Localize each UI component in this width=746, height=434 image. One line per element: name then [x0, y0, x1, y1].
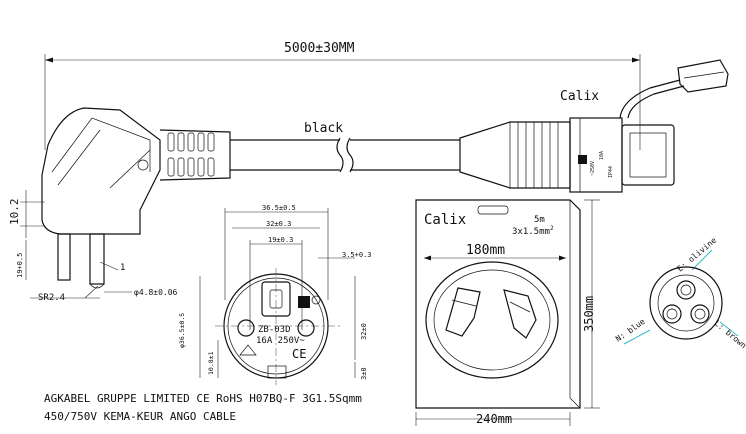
face-dim-h2: 32±0 [360, 323, 368, 340]
plug-dim-d3: 1 [120, 263, 125, 273]
angled-plug: 10.2 19+0.5 1 SR2.4 φ4.8±0.06 [8, 107, 231, 303]
wire-diagram: E: olivine N: blue L: brown [614, 236, 746, 351]
face-model-mark: ZB-03D [258, 325, 291, 335]
overall-length-label: 5000±30MM [284, 41, 355, 56]
cable-color-label: black [304, 121, 343, 136]
package-width-bottom: 240mm [476, 412, 512, 426]
plug-dim-d2: 19+0.5 [16, 253, 24, 278]
face-dim-h4: 3±0 [360, 367, 368, 380]
connector: ~250V 10A IP44 Calix [459, 59, 729, 193]
package-brand: Calix [424, 212, 466, 228]
wire-label-live: L: brown [713, 319, 746, 351]
face-dim-w2: 32±0.3 [266, 220, 291, 228]
face-rating-mark: 16A 250V~ [256, 336, 305, 346]
package-length: 5m [534, 215, 545, 225]
plug-face-view: 36.5±0.5 32±0.3 19±0.3 3.5+0.3 φ36.5±0.5… [178, 204, 372, 385]
plug-dim-d1: 10.2 [8, 199, 21, 226]
package-spec: 3x1.5mm2 [512, 225, 554, 237]
face-dim-h3: 10.8±1 [207, 351, 215, 375]
overall-length-dimension: 5000±30MM [44, 41, 641, 150]
plug-dim-pin: φ4.8±0.06 [134, 288, 178, 297]
package-width-top: 180mm [466, 243, 505, 258]
connector-mark-2: 10A [599, 151, 605, 160]
spec-line-2: 450/750V KEMA-KEUR ANGO CABLE [44, 410, 236, 423]
face-dim-w4: 3.5+0.3 [342, 251, 372, 259]
wire-label-neutral: N: blue [614, 317, 647, 344]
connector-mark-1: ~250V [590, 161, 596, 176]
spec-line-1: AGKABEL GRUPPE LIMITED CE RoHS H07BQ-F 3… [44, 392, 362, 405]
face-dim-w3: 19±0.3 [268, 236, 293, 244]
wire-label-earth: E: olivine [676, 236, 719, 274]
face-dim-h1: φ36.5±0.5 [178, 313, 186, 348]
connector-brand-label: Calix [560, 89, 599, 104]
package-card: Calix 5m 3x1.5mm2 180mm 240mm 350mm [415, 199, 600, 426]
face-ce-mark: CE [292, 347, 306, 361]
connector-mark-3: IP44 [608, 166, 614, 178]
plug-dim-sr: SR2.4 [38, 293, 65, 303]
plug-grip-ribs [167, 132, 215, 177]
spec-text: AGKABEL GRUPPE LIMITED CE RoHS H07BQ-F 3… [44, 392, 362, 423]
face-dim-w1: 36.5±0.5 [262, 204, 296, 212]
cable: black [230, 121, 460, 173]
package-height: 350mm [582, 296, 596, 332]
